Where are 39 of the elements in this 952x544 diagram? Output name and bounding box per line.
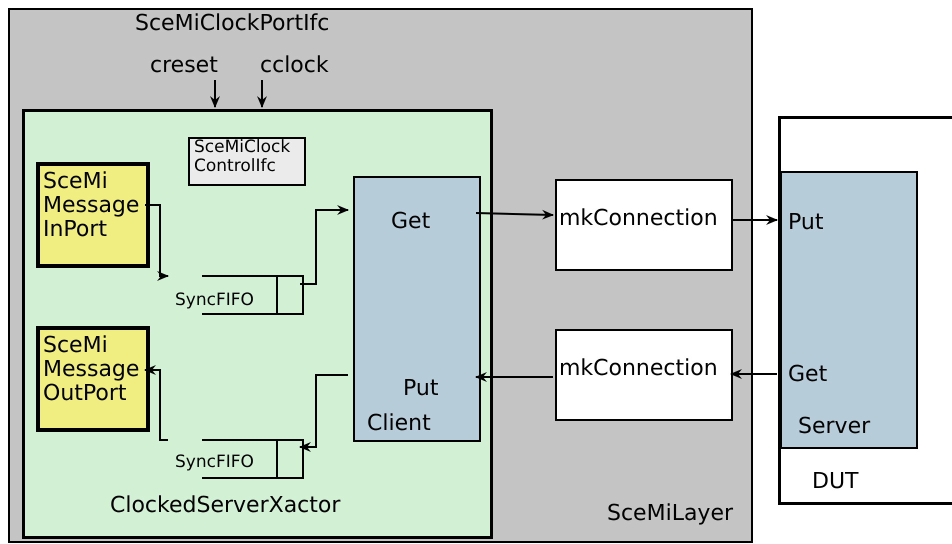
arrow [730,369,777,379]
block-label: SceMiLayer [607,502,734,526]
block-label: mkConnection [559,207,718,232]
interface-box [353,176,481,442]
module-box [22,109,493,539]
fifo-label: SyncFIFO [175,453,254,472]
block-label: mkConnection [559,357,718,382]
port-box [36,162,150,268]
layer-box [8,8,753,543]
connection-box [555,329,733,421]
block-label: SceMi Message InPort [43,170,140,243]
block-label: DUT [812,470,858,494]
signal-label: cclock [260,54,329,78]
signal-label: creset [150,54,218,78]
connection-box [555,179,733,271]
dut-box [778,116,952,505]
interface-box [188,137,306,186]
block-label: Put [788,211,824,236]
arrow [300,205,349,285]
block-label: Put [403,377,438,402]
arrow [731,215,778,225]
arrow [475,372,553,382]
interface-label: SceMiClockPortIfc [135,12,330,36]
arrow [210,80,220,108]
block-label: SceMi Message OutPort [43,334,140,407]
interface-box [780,171,918,449]
arrow [144,365,168,441]
arrow [299,374,348,452]
block-label: Get [788,363,828,388]
block-label: Server [798,415,870,440]
block-label: Client [367,412,431,436]
block-label: SceMiClock ControlIfc [194,138,292,176]
block-label: Get [391,210,430,234]
block-label: ClockedServerXactor [110,494,340,518]
arrow [257,80,267,108]
arrow [476,210,554,220]
arrow [145,204,169,281]
fifo-label: SyncFIFO [175,291,254,310]
port-box [36,326,150,432]
